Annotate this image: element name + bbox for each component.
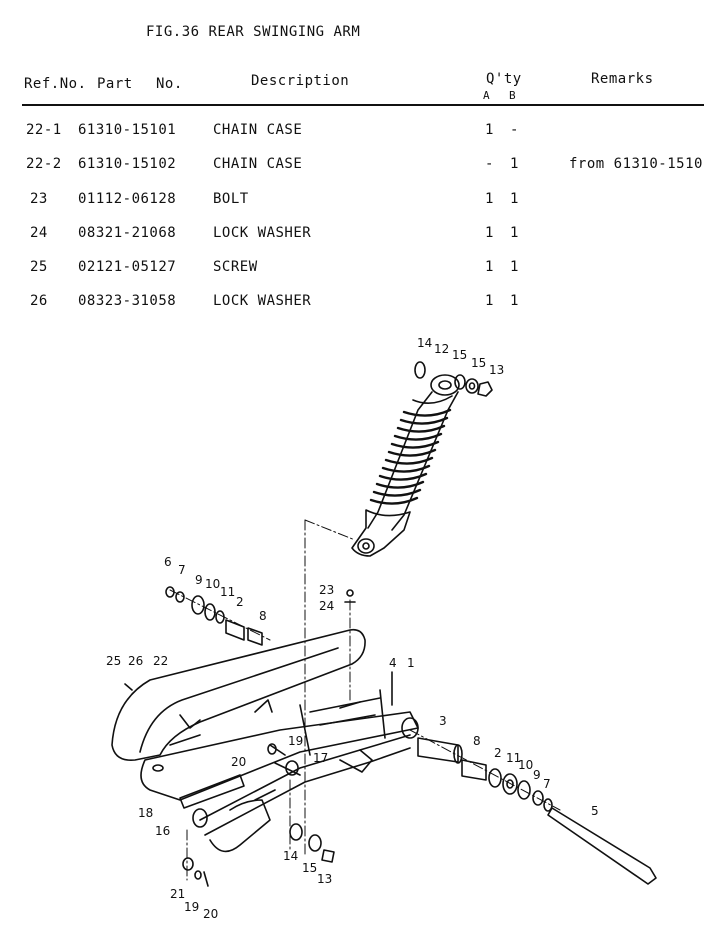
callout-label: 13 — [489, 363, 504, 377]
callout-label: 3 — [439, 714, 447, 728]
row-part: 08321-21068 — [78, 225, 177, 241]
row-desc: BOLT — [213, 191, 249, 207]
callout-label: 1 — [407, 656, 415, 670]
callout-label: 2 — [494, 746, 502, 760]
callout-label: 19 — [184, 900, 199, 914]
callout-label: 8 — [473, 734, 481, 748]
row-qty-a: 1 — [485, 293, 494, 309]
row-part: 02121-05127 — [78, 259, 177, 275]
callout-label: 7 — [178, 563, 186, 577]
header-qty: Q'ty — [486, 71, 522, 87]
callout-label: 20 — [231, 755, 246, 769]
header-remarks: Remarks — [591, 71, 654, 87]
row-desc: CHAIN CASE — [213, 156, 303, 172]
shock-absorber-drawing — [351, 374, 460, 557]
callout-label: 8 — [259, 609, 267, 623]
row-qty-b: 1 — [510, 156, 519, 172]
callout-label: 14 — [283, 849, 298, 863]
header-no: No. — [156, 76, 183, 92]
row-qty-a: 1 — [485, 259, 494, 275]
callout-label: 10 — [205, 577, 220, 591]
row-part: 61310-15102 — [78, 156, 177, 172]
row-desc: CHAIN CASE — [213, 122, 303, 138]
callout-label: 16 — [155, 824, 170, 838]
row-ref: 23 — [30, 191, 48, 207]
callout-label: 5 — [591, 804, 599, 818]
callout-label: 20 — [203, 907, 218, 921]
row-part: 01112-06128 — [78, 191, 177, 207]
top-mount-parts — [414, 361, 493, 397]
header-description: Description — [251, 73, 350, 89]
callout-label: 9 — [195, 573, 203, 587]
header-qty-a: A — [483, 89, 491, 102]
callout-label: 25 — [106, 654, 121, 668]
callout-label: 7 — [543, 777, 551, 791]
callout-label: 4 — [389, 656, 397, 670]
figure-title: FIG.36 REAR SWINGING ARM — [146, 24, 361, 40]
swing-arm-drawing — [140, 689, 419, 853]
header-part: Part — [97, 76, 133, 92]
callout-label: 6 — [164, 555, 172, 569]
callout-label: 26 — [128, 654, 143, 668]
callout-label: 15 — [302, 861, 317, 875]
lower-parts — [179, 743, 335, 887]
row-qty-b: 1 — [510, 225, 519, 241]
callout-label: 12 — [434, 342, 449, 356]
callout-label: 23 — [319, 583, 334, 597]
header-ref-no: Ref.No. — [24, 76, 87, 92]
row-ref: 24 — [30, 225, 48, 241]
callout-label: 9 — [533, 768, 541, 782]
callout-label: 11 — [506, 751, 521, 765]
row-qty-a: - — [485, 156, 494, 172]
callout-label: 17 — [313, 751, 328, 765]
row-qty-a: 1 — [485, 191, 494, 207]
row-desc: LOCK WASHER — [213, 225, 312, 241]
callout-label: 21 — [170, 887, 185, 901]
callout-label: 10 — [518, 758, 533, 772]
row-ref: 26 — [30, 293, 48, 309]
callout-label: 24 — [319, 599, 334, 613]
row-qty-b: 1 — [510, 259, 519, 275]
callout-label: 18 — [138, 806, 153, 820]
callout-label: 14 — [417, 336, 432, 350]
row-ref: 22-2 — [26, 156, 62, 172]
callout-label: 13 — [317, 872, 332, 886]
row-qty-b: 1 — [510, 191, 519, 207]
callout-label: 15 — [471, 356, 486, 370]
row-ref: 22-1 — [26, 122, 62, 138]
callout-label: 19 — [288, 734, 303, 748]
callout-label: 15 — [452, 348, 467, 362]
row-ref: 25 — [30, 259, 48, 275]
callout-label: 22 — [153, 654, 168, 668]
row-qty-b: 1 — [510, 293, 519, 309]
row-part: 08323-31058 — [78, 293, 177, 309]
row-part: 61310-15101 — [78, 122, 177, 138]
row-qty-a: 1 — [485, 122, 494, 138]
header-rule — [22, 104, 704, 106]
pivot-parts-right — [417, 737, 657, 885]
row-qty-a: 1 — [485, 225, 494, 241]
row-desc: SCREW — [213, 259, 258, 275]
row-desc: LOCK WASHER — [213, 293, 312, 309]
callout-labels: 14 12 15 15 13 6 7 9 10 11 2 8 23 24 25 … — [106, 336, 599, 921]
pivot-parts-left — [124, 586, 393, 706]
callout-label: 11 — [220, 585, 235, 599]
row-remarks: from 61310-15101 — [569, 156, 704, 172]
header-qty-b: B — [509, 89, 517, 102]
chain-case-drawing — [111, 628, 366, 762]
callout-label: 2 — [236, 595, 244, 609]
row-qty-b: - — [510, 122, 519, 138]
